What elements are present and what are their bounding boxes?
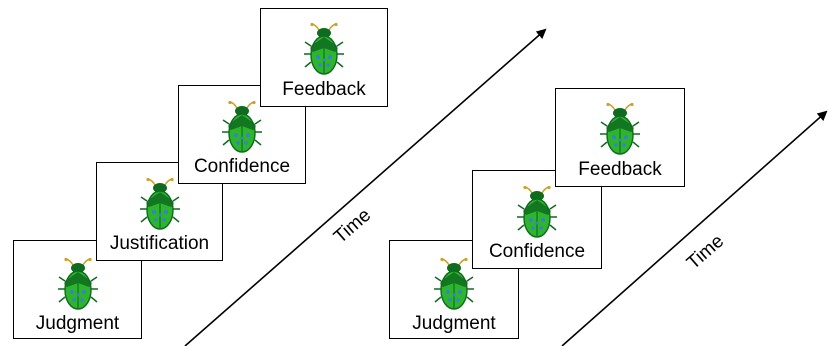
stage-label: Judgment: [35, 313, 120, 334]
beetle-icon: [304, 22, 344, 78]
beetle-icon: [57, 257, 98, 313]
beetle-icon: [139, 177, 180, 233]
stage-card-judgment: Judgment: [389, 240, 519, 339]
beetle-icon: [517, 185, 557, 241]
beetle-icon: [222, 100, 262, 156]
stage-label: Judgment: [412, 313, 496, 334]
stage-label: Confidence: [488, 241, 586, 262]
stage-label: Feedback: [578, 159, 662, 180]
stage-label: Confidence: [193, 156, 291, 177]
stage-card-justification: Justification: [96, 162, 223, 261]
stage-card-feedback: Feedback: [555, 88, 685, 187]
time-arrow-right: [561, 110, 828, 346]
stage-label: Feedback: [282, 79, 366, 100]
stage-card-feedback: Feedback: [260, 8, 388, 107]
stage-label: Justification: [109, 233, 210, 254]
beetle-icon: [600, 102, 640, 158]
time-arrow-left: [184, 28, 547, 346]
beetle-icon: [434, 257, 474, 313]
